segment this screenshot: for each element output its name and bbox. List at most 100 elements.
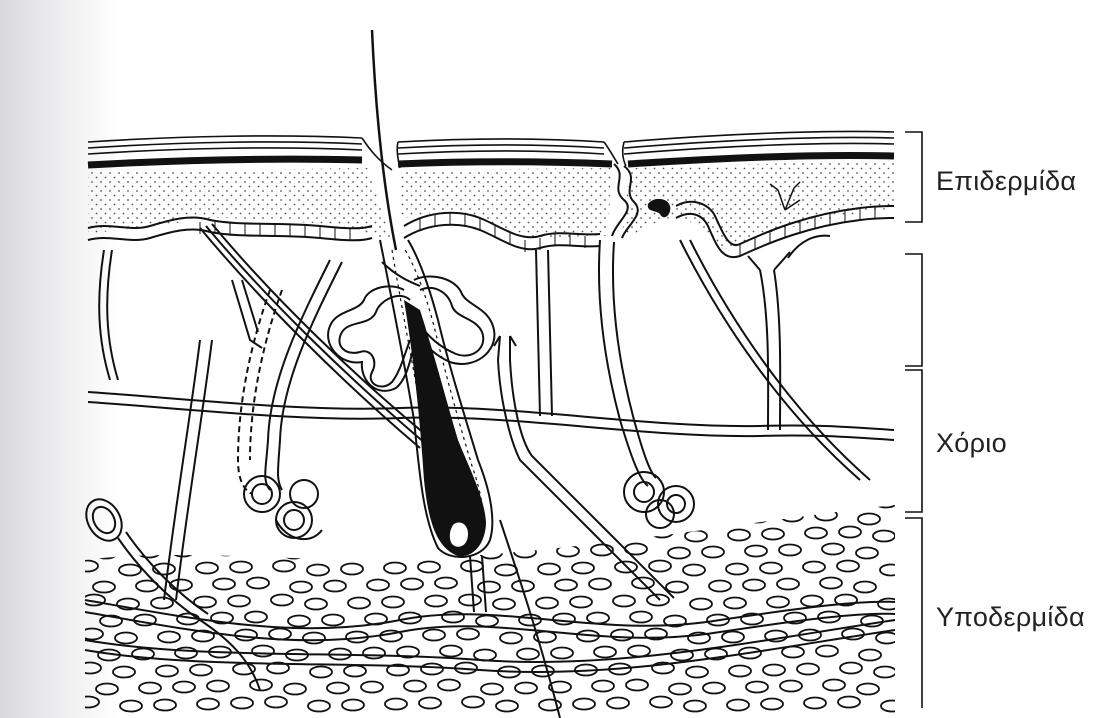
fat-cell xyxy=(628,646,650,657)
fat-cell xyxy=(764,495,786,506)
fat-cell xyxy=(384,563,406,574)
fat-cell xyxy=(690,599,712,610)
fat-cell xyxy=(361,682,383,693)
fat-cell xyxy=(857,684,879,695)
fat-cell xyxy=(747,512,769,523)
fat-cell xyxy=(249,544,271,555)
fat-cell xyxy=(440,646,462,657)
fat-cell xyxy=(476,616,498,627)
fat-cell xyxy=(538,564,560,575)
fat-cell xyxy=(649,561,671,572)
fat-cell xyxy=(874,667,896,678)
fat-cell xyxy=(93,582,115,593)
fat-cell xyxy=(611,630,633,641)
fat-cell xyxy=(805,528,827,539)
fat-cell xyxy=(743,580,765,591)
fat-cell xyxy=(536,598,558,609)
fat-cell xyxy=(859,650,881,661)
deep-vessels xyxy=(85,600,895,672)
fat-cell xyxy=(767,597,789,608)
fat-cell xyxy=(727,700,749,711)
fat-cell xyxy=(519,615,541,626)
fat-cell xyxy=(154,700,176,711)
fat-cell xyxy=(495,565,517,576)
fat-cell xyxy=(156,666,178,677)
fat-cell xyxy=(798,494,820,505)
fat-cell xyxy=(803,562,825,573)
fat-cell xyxy=(496,701,518,712)
fat-cell xyxy=(79,663,101,674)
fat-cell xyxy=(481,684,503,695)
fat-cell xyxy=(170,580,192,591)
fat-cell xyxy=(589,579,611,590)
fat-cell xyxy=(687,497,709,508)
fat-cell xyxy=(729,666,751,677)
fat-cell xyxy=(539,700,561,711)
fat-cell xyxy=(341,564,363,575)
fat-cell xyxy=(613,596,635,607)
fat-cell xyxy=(175,648,197,659)
fat-cell xyxy=(840,663,862,674)
fat-cell xyxy=(77,697,99,708)
fat-cell xyxy=(745,546,767,557)
fat-cell xyxy=(120,701,142,712)
hair-follicle xyxy=(372,30,492,557)
fat-cell xyxy=(721,496,743,507)
fat-cell xyxy=(173,682,195,693)
fat-cell xyxy=(322,615,344,626)
fat-cell xyxy=(762,529,784,540)
fat-cell xyxy=(683,565,705,576)
fat-cell xyxy=(625,544,647,555)
fat-cell xyxy=(533,496,555,507)
fat-cell xyxy=(284,684,306,695)
fat-cell xyxy=(553,614,575,625)
fat-cell xyxy=(685,531,707,542)
fat-cell xyxy=(722,632,744,643)
fat-cell xyxy=(197,699,219,710)
fat-cell xyxy=(647,595,669,606)
fat-cell xyxy=(245,612,267,623)
fat-cell xyxy=(119,565,141,576)
fat-cell xyxy=(435,578,457,589)
fat-cell xyxy=(781,511,803,522)
fat-cell xyxy=(709,581,731,592)
fat-cell xyxy=(746,682,768,693)
fat-cell xyxy=(550,512,572,523)
fat-cell xyxy=(594,647,616,658)
fat-cell xyxy=(630,612,652,623)
fat-cell xyxy=(344,666,366,677)
fat-cell xyxy=(493,599,515,610)
fat-cell xyxy=(497,531,519,542)
fat-cell xyxy=(686,667,708,678)
fat-cell xyxy=(76,561,98,572)
fat-cell xyxy=(326,547,348,558)
fat-cell xyxy=(271,595,293,606)
fat-cell xyxy=(308,701,330,712)
fat-cell xyxy=(158,632,180,643)
fat-cell xyxy=(194,597,216,608)
fat-cell xyxy=(190,665,212,676)
fat-cell xyxy=(797,664,819,675)
fat-cell xyxy=(724,598,746,609)
fat-cell xyxy=(360,546,382,557)
fat-cell xyxy=(151,598,173,609)
fat-cell xyxy=(668,548,690,559)
fat-cell xyxy=(461,561,483,572)
fat-cell xyxy=(174,512,196,523)
fat-cell xyxy=(419,698,441,709)
fat-cell xyxy=(515,683,537,694)
fat-cell xyxy=(500,633,522,644)
fat-cell xyxy=(881,701,903,712)
hypodermis-fat-cells xyxy=(76,493,903,712)
fat-cell xyxy=(418,562,440,573)
fat-cell xyxy=(822,544,844,555)
hypodermis-label: Υποδερμίδα xyxy=(936,602,1085,633)
fat-cell xyxy=(587,613,609,624)
fat-cell xyxy=(761,699,783,710)
fat-cell xyxy=(191,495,213,506)
fat-cell xyxy=(610,494,632,505)
fat-cell xyxy=(115,633,137,644)
fat-cell xyxy=(250,680,272,691)
fat-cell xyxy=(816,646,838,657)
fat-cell xyxy=(189,529,211,540)
